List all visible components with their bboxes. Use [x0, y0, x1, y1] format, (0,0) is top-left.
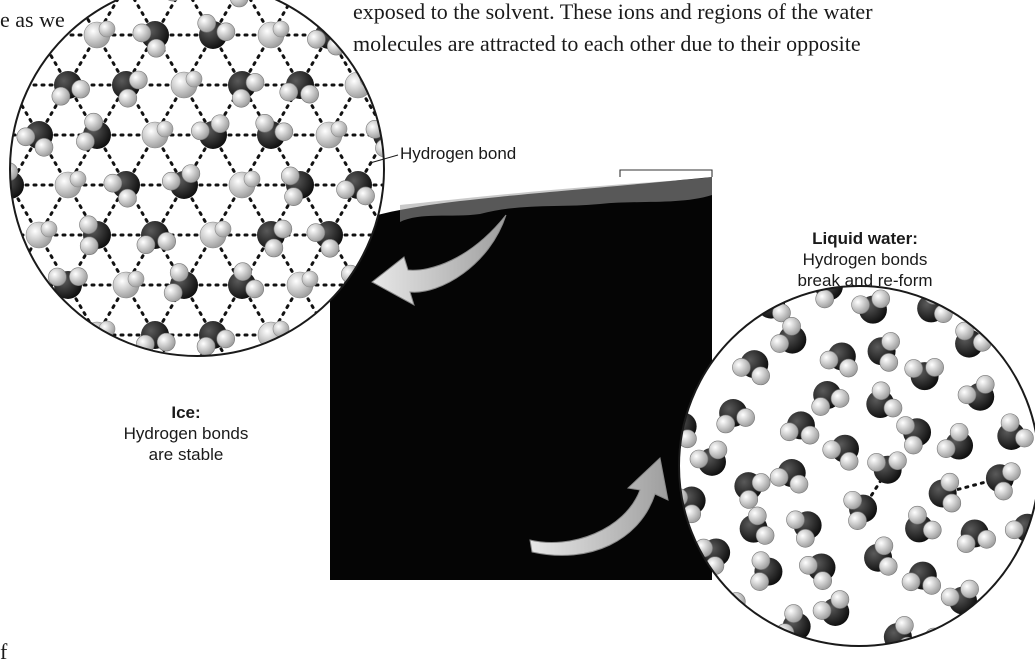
hydrogen-bond-line [387, 85, 416, 135]
water-molecule [395, 63, 430, 99]
water-molecule [17, 313, 53, 349]
water-molecule [460, 163, 495, 199]
water-molecule [460, 71, 496, 107]
water-molecule [432, 21, 463, 48]
hydrogen-bond-line [0, 135, 10, 185]
hydrogen-bond-line [329, 0, 358, 35]
hydrogen-bond-line [68, 335, 97, 385]
hydrogen-bond-line [0, 35, 10, 85]
hydrogen-bond-line [97, 335, 126, 385]
hydrogen-bond-line [10, 285, 39, 335]
hydrogen-bond-line [39, 335, 68, 385]
water-molecule [366, 15, 404, 49]
hydrogen-bond-line [10, 0, 39, 35]
water-molecule [17, 13, 53, 49]
hydrogen-bond-line [10, 385, 39, 435]
hydrogen-bond-line [300, 335, 329, 385]
water-molecule [279, 363, 314, 399]
hydrogen-bond-line [474, 85, 503, 135]
water-molecule [0, 271, 24, 307]
hydrogen-bond-line [387, 0, 416, 35]
water-molecule [741, 622, 775, 660]
hydrogen-bond-line [271, 335, 300, 385]
liquid-caption-line-2: break and re-form [760, 270, 970, 291]
water-molecule [684, 631, 720, 666]
water-molecule [105, 363, 140, 399]
liquid-caption: Liquid water: Hydrogen bonds break and r… [760, 228, 970, 291]
hydrogen-bond-line [0, 235, 10, 285]
ice-melting-photo [330, 170, 712, 580]
water-molecule [171, 371, 202, 398]
water-molecule [0, 21, 2, 54]
water-molecule [220, 363, 256, 399]
hydrogen-bond-line [0, 285, 10, 335]
water-molecule [403, 171, 434, 198]
hydrogen-bond-line [416, 35, 445, 85]
water-molecule [1013, 269, 1035, 308]
water-molecule [0, 71, 28, 98]
water-molecule [993, 322, 1031, 356]
hydrogen-bond-line [39, 0, 68, 35]
hydrogen-bond-line [445, 35, 474, 85]
hydrogen-bond-line [416, 0, 445, 35]
liquid-water-circle [660, 269, 1035, 666]
liquid-caption-title: Liquid water: [812, 229, 918, 248]
water-molecule [0, 371, 28, 398]
water-molecule [18, 413, 53, 449]
hydrogen-bond-line [474, 35, 503, 85]
water-molecule [345, 71, 376, 98]
hydrogen-bond-line [358, 35, 387, 85]
hydrogen-bond-line [358, 0, 387, 35]
hydrogen-bond-line [300, 385, 329, 435]
hydrogen-bond-line [474, 0, 503, 35]
ice-caption-title: Ice: [171, 403, 200, 422]
ice-caption: Ice: Hydrogen bonds are stable [86, 402, 286, 465]
ice-caption-line-1: Hydrogen bonds [86, 423, 286, 444]
hydrogen-bond-label: Hydrogen bond [400, 144, 516, 164]
hydrogen-bond-line [387, 35, 416, 85]
water-molecule [925, 628, 959, 666]
hydrogen-bond-line [0, 385, 10, 435]
hydrogen-bond-line [10, 335, 39, 385]
hydrogen-bond-line [39, 385, 68, 435]
hydrogen-bond-line [0, 85, 10, 135]
water-molecule [971, 618, 1007, 654]
water-molecule [917, 286, 952, 322]
liquid-caption-line-1: Hydrogen bonds [760, 249, 970, 270]
water-molecule [663, 595, 697, 632]
water-molecule [995, 591, 1031, 627]
water-molecule [973, 288, 1012, 320]
water-molecule [1012, 627, 1035, 663]
water-molecule [0, 0, 29, 6]
hydrogen-bond-line [0, 0, 10, 35]
hydrogen-bond-line [445, 0, 474, 35]
hydrogen-bond-line [0, 185, 10, 235]
water-molecule [49, 367, 82, 406]
hydrogen-bond-line [416, 85, 445, 135]
hydrogen-bond-line [445, 85, 474, 135]
ice-caption-line-2: are stable [86, 444, 286, 465]
hydrogen-bond-line [0, 335, 10, 385]
water-molecule [481, 13, 517, 49]
